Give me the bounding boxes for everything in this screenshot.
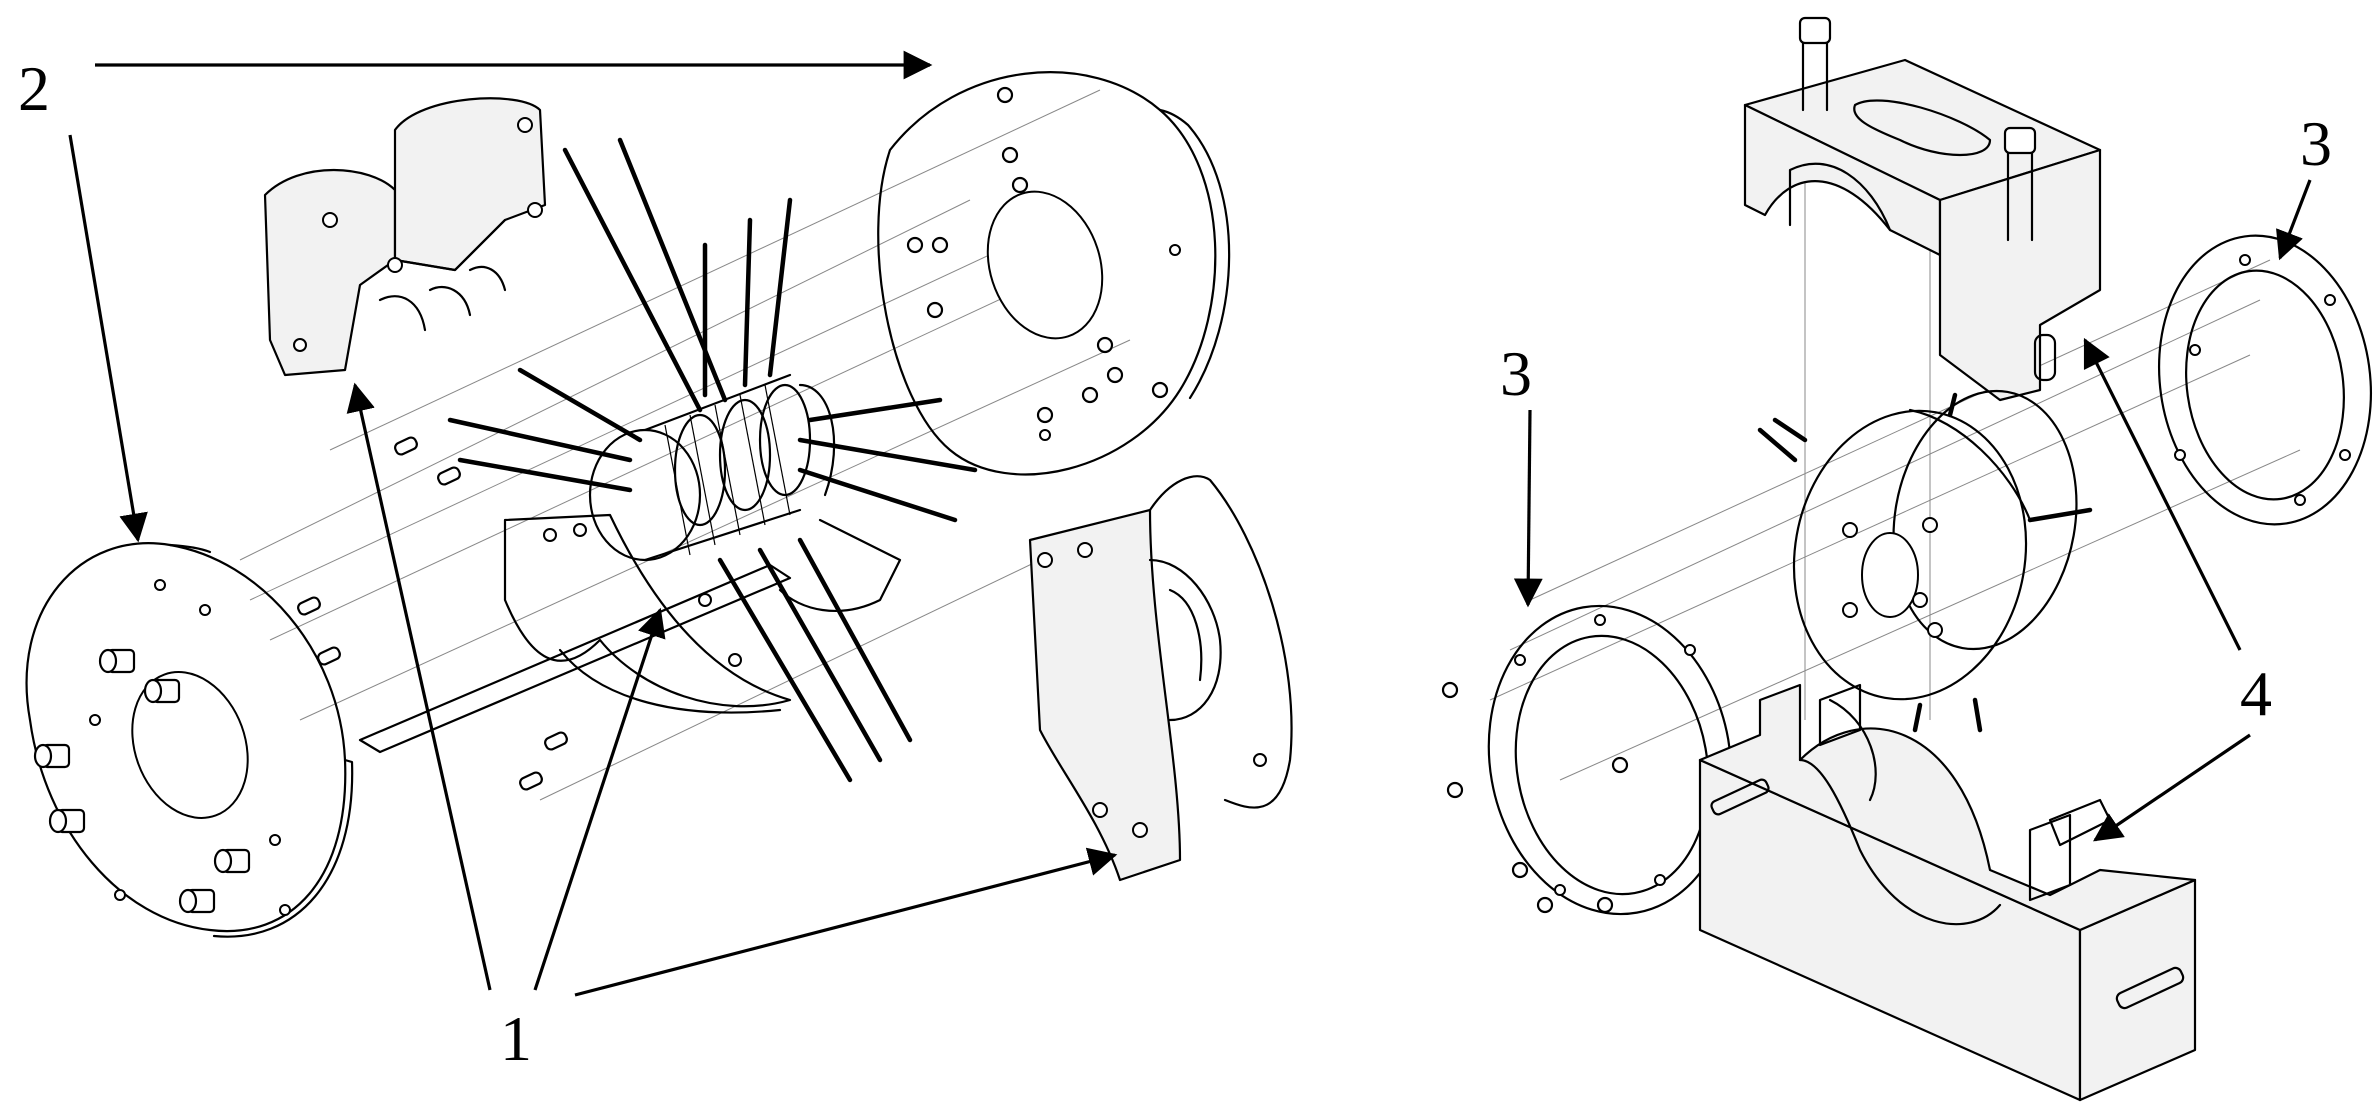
right-guide-lines: [1489, 150, 2301, 781]
left-plate-bore: [131, 671, 249, 819]
right-probe-rods: [1757, 392, 2093, 733]
left-end-plate: [25, 542, 354, 938]
callout-4: 4: [2240, 658, 2272, 729]
dowel-pins: [297, 436, 568, 791]
left-leader-lines: [68, 50, 1118, 997]
left-assembly: 2 1: [18, 50, 1293, 1074]
center-hub: [588, 373, 836, 562]
callout-2: 2: [18, 53, 50, 124]
right-assembly: 3 3 4: [1441, 16, 2373, 1102]
probe-rods: [447, 137, 978, 783]
left-flange-ring: [1441, 604, 1733, 916]
callout-3-right: 3: [2300, 108, 2332, 179]
left-plate-bolts: [33, 648, 251, 914]
right-leader-lines: [1513, 179, 2312, 842]
lower-housing-block: [1698, 683, 2197, 1102]
upper-block-bolts: [1798, 16, 2037, 242]
right-end-plate: [877, 71, 1231, 476]
right-plate-pins: [906, 86, 1169, 424]
upper-clamp-half: [263, 97, 547, 377]
shaft: [358, 563, 792, 754]
right-center-disc: [1792, 389, 2078, 701]
upper-housing-block: [1743, 16, 2102, 402]
callout-3-left: 3: [1500, 338, 1532, 409]
right-flange-ring: [2157, 234, 2373, 526]
callout-1: 1: [500, 1003, 532, 1074]
side-clamp: [1028, 475, 1293, 882]
flange-screws: [1441, 681, 1629, 914]
right-plate-bore: [986, 190, 1104, 340]
